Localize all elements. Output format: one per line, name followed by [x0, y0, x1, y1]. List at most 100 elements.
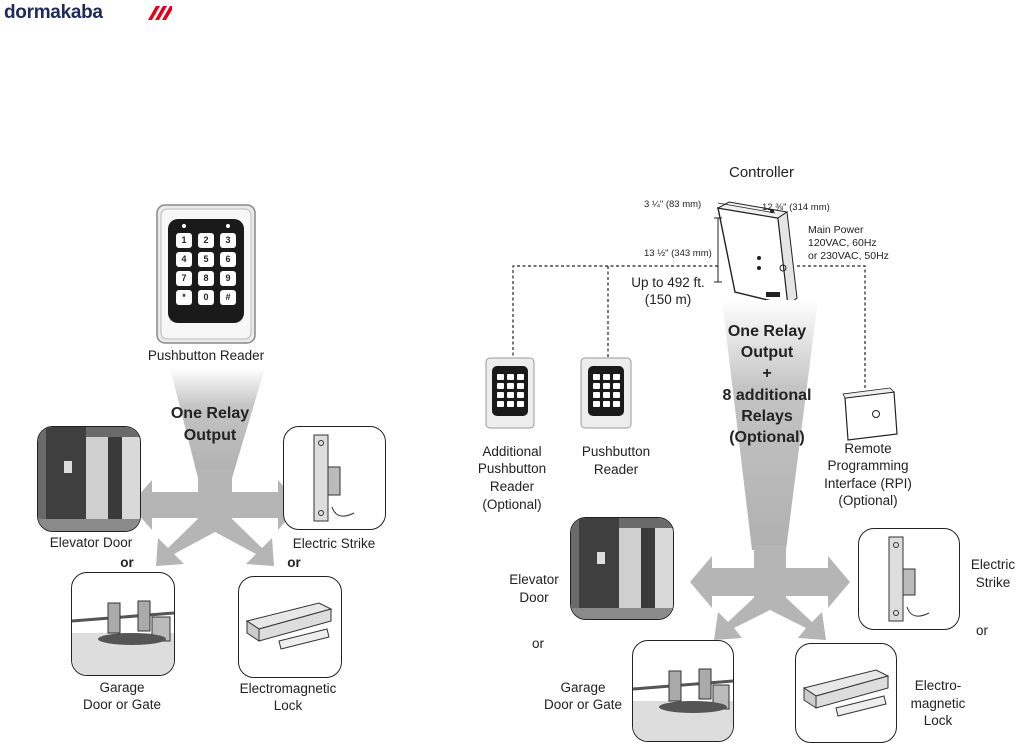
right-or-2: or [975, 623, 988, 638]
right-multidirectional-arrows [690, 545, 850, 640]
left-maglock-label-2: Lock [273, 698, 303, 713]
mini-key [517, 401, 524, 407]
mini-key [613, 383, 620, 389]
keypad-key[interactable]: 1 [176, 233, 192, 248]
right-garage-line-2: Door or Gate [543, 697, 623, 712]
mini-key [507, 401, 514, 407]
right-garage-image [632, 640, 734, 742]
dim-height: 13 ½" (343 mm) [644, 248, 712, 259]
left-multidirectional-arrows [130, 470, 300, 566]
mini-key [603, 374, 610, 380]
right-strike-line-2: Strike [975, 575, 1011, 590]
mini-key [517, 383, 524, 389]
keypad-key[interactable]: 6 [220, 252, 236, 267]
mini-key [613, 374, 620, 380]
pushbutton-reader-keys [593, 374, 621, 410]
right-output-2: Output [740, 344, 794, 361]
left-maglock-image [238, 576, 342, 678]
reader-line-2: Reader [593, 462, 639, 477]
rpi-device [842, 387, 898, 441]
mini-key [507, 374, 514, 380]
left-elevator-label: Elevator Door [49, 535, 133, 550]
dim-width: 12 ⅜" (314 mm) [762, 202, 830, 213]
right-output-1: One Relay [727, 323, 807, 340]
dim-depth: 3 ¼" (83 mm) [644, 199, 702, 210]
right-maglock-image [795, 643, 897, 743]
keypad-key[interactable]: 5 [198, 252, 214, 267]
mini-key [593, 374, 600, 380]
mini-key [507, 392, 514, 398]
rpi-line-1: Remote [844, 441, 892, 456]
keypad-key[interactable]: # [220, 290, 236, 305]
mini-key [603, 383, 610, 389]
keypad-key[interactable]: 0 [198, 290, 214, 305]
right-output-3: + [762, 365, 772, 382]
left-garage-label-2: Door or Gate [82, 697, 162, 712]
distance-line-1: Up to 492 ft. [631, 275, 705, 290]
add-reader-line-3: Reader [489, 479, 535, 494]
right-funnel-arrow [722, 300, 818, 550]
right-output-6: (Optional) [729, 429, 805, 446]
add-reader-line-4: (Optional) [482, 497, 542, 512]
dashed-wiring [512, 265, 866, 390]
keypad-key[interactable]: 7 [176, 271, 192, 286]
controller-box [714, 201, 798, 306]
rpi-line-3: Interface (RPI) [824, 476, 912, 491]
left-maglock-label-1: Electromagnetic [239, 681, 337, 696]
keypad-key[interactable]: 2 [198, 233, 214, 248]
reader-line-1: Pushbutton [581, 444, 651, 459]
mini-key [497, 392, 504, 398]
add-reader-line-1: Additional [482, 444, 542, 459]
mini-key [497, 401, 504, 407]
mini-key [603, 401, 610, 407]
mini-key [593, 383, 600, 389]
left-garage-label-1: Garage [99, 680, 145, 695]
mini-key [613, 401, 620, 407]
keypad-key[interactable]: 3 [220, 233, 236, 248]
brand-mark-icon [148, 6, 172, 20]
mini-key [593, 401, 600, 407]
right-garage-line-1: Garage [560, 680, 606, 695]
mini-key [497, 374, 504, 380]
left-funnel-arrow [170, 368, 265, 478]
right-elevator-line-1: Elevator [509, 572, 559, 587]
right-strike-line-1: Electric [970, 557, 1016, 572]
mini-key [593, 392, 600, 398]
left-garage-image [71, 572, 175, 676]
left-output-label-2: Output [183, 427, 237, 444]
additional-reader-keys [497, 374, 525, 410]
keypad-key[interactable]: 4 [176, 252, 192, 267]
left-output-label-1: One Relay [170, 405, 250, 422]
mini-key [603, 392, 610, 398]
left-reader-label: Pushbutton Reader [147, 348, 265, 363]
mini-key [613, 392, 620, 398]
rpi-line-2: Programming [827, 458, 909, 473]
right-output-5: Relays [741, 408, 793, 425]
keypad-key[interactable]: 9 [220, 271, 236, 286]
left-or-1: or [120, 555, 134, 570]
right-output-4: 8 additional [722, 387, 812, 404]
mini-key [517, 392, 524, 398]
rpi-line-4: (Optional) [838, 493, 898, 508]
mini-key [507, 383, 514, 389]
right-strike-image [858, 528, 960, 630]
power-line-2: 120VAC, 60Hz [808, 237, 877, 249]
keypad-key[interactable]: * [176, 290, 192, 305]
keypad-key[interactable]: 8 [198, 271, 214, 286]
brand-logo: dormakaba [4, 2, 103, 23]
right-maglock-line-2: magnetic [910, 696, 966, 711]
mini-key [517, 374, 524, 380]
right-or-1: or [531, 636, 544, 651]
left-keypad-grid: 1 2 3 4 5 6 7 8 9 * 0 # [176, 233, 238, 311]
right-maglock-line-3: Lock [923, 713, 953, 728]
left-or-2: or [287, 555, 301, 570]
mini-key [497, 383, 504, 389]
right-elevator-image [570, 517, 674, 620]
right-elevator-line-2: Door [519, 590, 549, 605]
left-strike-label: Electric Strike [292, 536, 376, 551]
left-elevator-image [37, 426, 141, 532]
right-maglock-line-1: Electro- [914, 678, 962, 693]
controller-title: Controller [729, 164, 795, 181]
power-line-1: Main Power [808, 224, 864, 236]
add-reader-line-2: Pushbutton [477, 461, 547, 476]
